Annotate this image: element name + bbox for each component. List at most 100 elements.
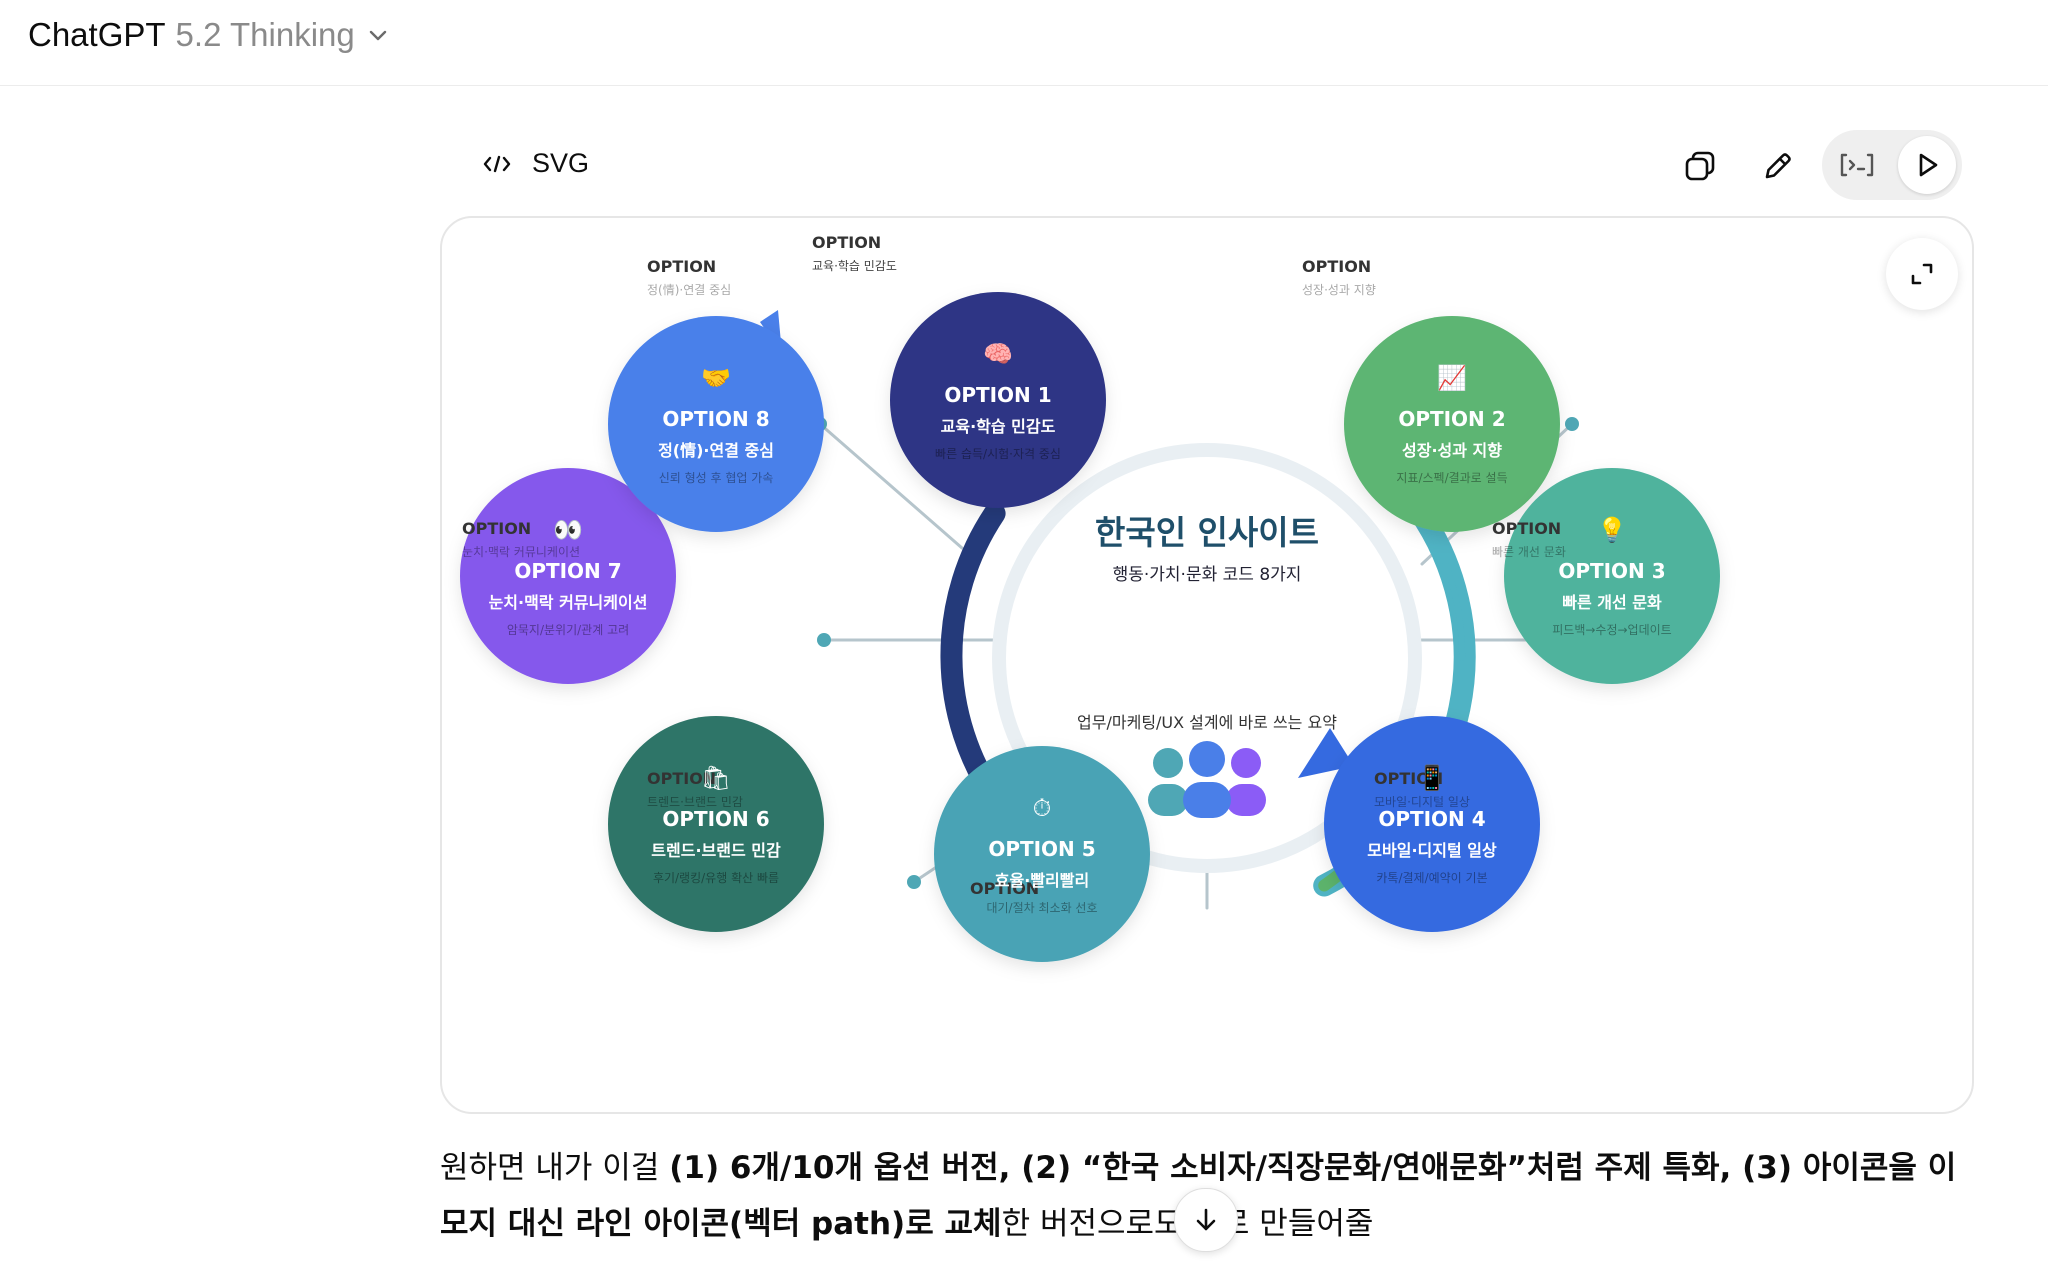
model-name: 5.2 Thinking — [175, 16, 355, 53]
option-title: OPTION 2 — [1398, 407, 1505, 431]
option-sub: 지표/스펙/결과로 설득 — [1396, 471, 1507, 485]
message-text-1: 원하면 내가 이걸 — [440, 1150, 670, 1186]
preview-button[interactable] — [1898, 136, 1956, 194]
play-icon — [1919, 153, 1938, 177]
pencil-icon — [1765, 153, 1791, 179]
option-title: OPTION 4 — [1378, 807, 1485, 831]
option-main: 트렌드·브랜드 민감 — [651, 841, 781, 860]
option-title: OPTION 3 — [1558, 559, 1665, 583]
bubble-ghost-sub: 모바일·디지털 일상 — [1374, 795, 1470, 809]
connector-dot-7 — [817, 633, 831, 647]
bubble-ghost-sub: 트렌드·브랜드 민감 — [647, 795, 743, 809]
bubble-ghost-label: OPTION — [1374, 769, 1443, 788]
option-bubble-2: OPTION 성장·성과 지향 📈 OPTION 2 성장·성과 지향지표/스펙/결과로… — [1302, 257, 1560, 532]
option-main: 효율·빨리빨리 — [995, 871, 1089, 890]
artifact-header: SVG — [440, 130, 1962, 202]
option-icon-4: 📱 — [1417, 764, 1447, 792]
chevron-down-icon — [369, 30, 386, 41]
diagram-title: 한국인 인사이트 — [1095, 513, 1319, 552]
connector-dot-2 — [1565, 417, 1579, 431]
option-main: 교육·학습 민감도 — [941, 417, 1056, 436]
bubble-circle — [608, 716, 824, 932]
option-sub: 빠른 습득/시험·자격 중심 — [935, 447, 1061, 461]
option-sub: 신뢰 형성 후 협업 가속 — [659, 471, 774, 485]
code-view-button[interactable] — [1828, 136, 1886, 194]
message-bold: (1) 6개/10개 옵션 버전, (2) “한국 소비자/직장문화/연애문화”… — [440, 1150, 1957, 1242]
diagram-canvas: 한국인 인사이트 행동·가치·문화 코드 8가지 업무/마케팅/UX 설계에 바… — [460, 233, 1720, 962]
option-icon-8: 🤝 — [701, 364, 731, 392]
bubble-circle — [890, 292, 1106, 508]
bubble-ghost-sub: 성장·성과 지향 — [1302, 283, 1376, 297]
terminal-icon — [1840, 153, 1874, 177]
copy-button[interactable] — [1674, 140, 1726, 192]
assistant-message: 원하면 내가 이걸 (1) 6개/10개 옵션 버전, (2) “한국 소비자/… — [440, 1140, 1980, 1252]
center-content: 한국인 인사이트 행동·가치·문화 코드 8가지 업무/마케팅/UX 설계에 바… — [1077, 513, 1337, 818]
option-icon-2: 📈 — [1437, 364, 1467, 392]
option-icon-5: ⏱ — [1033, 794, 1052, 822]
people-icon — [1148, 741, 1266, 818]
connector-dot-6 — [907, 875, 921, 889]
option-main: 정(情)·연결 중심 — [658, 441, 774, 460]
bubble-circle — [460, 468, 676, 684]
option-icon-3: 💡 — [1597, 516, 1627, 544]
copy-icon — [1685, 151, 1715, 181]
bubble-circle — [1344, 316, 1560, 532]
option-main: 성장·성과 지향 — [1402, 441, 1502, 460]
bubble-ghost-label: OPTION — [1492, 519, 1561, 538]
bubble-ghost-sub: 정(情)·연결 중심 — [647, 283, 731, 297]
app-name: ChatGPT — [28, 16, 166, 53]
option-icon-1: 🧠 — [983, 340, 1013, 368]
svg-preview-card: 한국인 인사이트 행동·가치·문화 코드 8가지 업무/마케팅/UX 설계에 바… — [440, 216, 1974, 1114]
bubble-circle — [608, 316, 824, 532]
bubble-ghost-sub: 빠른 개선 문화 — [1492, 545, 1566, 559]
scroll-down-button[interactable] — [1174, 1188, 1238, 1252]
bubble-ghost-label: OPTION — [462, 519, 531, 538]
bubble-circle — [1504, 468, 1720, 684]
artifact-type: SVG — [482, 148, 589, 179]
bubble-ghost-sub: 교육·학습 민감도 — [812, 259, 897, 273]
option-sub: 암묵지/분위기/관계 고려 — [507, 623, 629, 637]
bubble-ghost-sub: 눈치·맥락 커뮤니케이션 — [462, 545, 580, 559]
code-brackets-icon — [483, 155, 511, 172]
option-icon-7: 👀 — [553, 516, 583, 544]
option-title: OPTION 5 — [988, 837, 1095, 861]
option-main: 눈치·맥락 커뮤니케이션 — [489, 593, 648, 612]
option-title: OPTION 8 — [662, 407, 769, 431]
option-sub: 피드백→수정→업데이트 — [1552, 623, 1671, 637]
option-sub: 대기/절차 최소화 선호 — [986, 901, 1097, 915]
option-title: OPTION 1 — [944, 383, 1051, 407]
option-main: 빠른 개선 문화 — [1562, 593, 1662, 612]
bubble-ghost-label: OPTION — [970, 879, 1039, 898]
bubble-ghost-label: OPTION — [812, 233, 881, 252]
option-main: 모바일·디지털 일상 — [1367, 841, 1497, 860]
option-sub: 후기/랭킹/유행 확산 빠름 — [653, 870, 779, 885]
connector-8 — [818, 422, 964, 550]
bubble-circle — [934, 746, 1150, 962]
option-title: OPTION 6 — [662, 807, 769, 831]
option-icon-6: 🛍 — [701, 764, 731, 792]
top-bar: ChatGPT 5.2 Thinking — [0, 0, 2048, 86]
diagram-caption: 업무/마케팅/UX 설계에 바로 쓰는 요약 — [1077, 713, 1337, 732]
expand-button[interactable] — [1886, 238, 1958, 310]
view-toggle — [1822, 130, 1962, 200]
bubble-ghost-label: OPTION — [647, 257, 716, 276]
bubble-ghost-label: OPTION — [647, 769, 716, 788]
option-title: OPTION 7 — [514, 559, 621, 583]
ring-arc-navy — [940, 502, 1008, 813]
model-selector[interactable]: ChatGPT 5.2 Thinking — [28, 12, 389, 58]
bubble-circle — [1324, 716, 1540, 932]
arrow-down-icon — [1196, 1208, 1216, 1231]
bubble-ghost-label: OPTION — [1302, 257, 1371, 276]
expand-icon — [1911, 263, 1933, 285]
diagram-subtitle: 행동·가치·문화 코드 8가지 — [1113, 565, 1302, 585]
edit-button[interactable] — [1752, 140, 1804, 192]
bubble-tail — [1298, 728, 1354, 778]
